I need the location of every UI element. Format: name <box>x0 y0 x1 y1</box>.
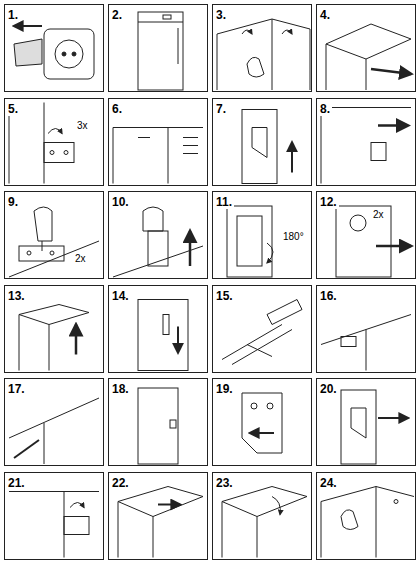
step-number: 9. <box>6 196 20 209</box>
step-panel: 17. <box>4 378 104 466</box>
step-number: 3. <box>214 9 228 22</box>
step-number: 5. <box>6 103 20 116</box>
step-panel: 16. <box>316 285 416 373</box>
tool-sketch <box>222 300 302 365</box>
step-number: 19. <box>214 383 235 396</box>
step-number: 21. <box>6 477 27 490</box>
plug-sketch <box>14 26 94 79</box>
step-number: 6. <box>110 103 124 116</box>
step-number: 20. <box>318 383 339 396</box>
hinge-refit-sketch <box>9 492 99 558</box>
step-panel: 21. <box>4 472 104 560</box>
fridge-door-sketch <box>138 388 178 464</box>
step-number: 12. <box>318 196 339 209</box>
step-panel: 24. <box>316 472 416 560</box>
step-number: 1. <box>6 9 20 22</box>
step-panel: 23. <box>212 472 312 560</box>
step-number: 18. <box>110 383 131 396</box>
screwdriver-sketch <box>9 398 99 464</box>
door-turn-sketch <box>227 206 273 277</box>
step-number: 2. <box>110 9 124 22</box>
step-number: 17. <box>6 383 27 396</box>
step-panel: 7. <box>212 98 312 186</box>
step-number: 15. <box>214 290 235 303</box>
step-panel: 22. <box>108 472 208 560</box>
fridge-sketch <box>138 12 183 90</box>
step-panel: 18. <box>108 378 208 466</box>
hinge-unscrew-sketch <box>9 207 99 277</box>
bracket-sketch <box>242 110 292 184</box>
step-panel: 14. <box>108 285 208 373</box>
step-panel: 5. <box>4 98 104 186</box>
step-number: 4. <box>318 9 332 22</box>
step-number: 11. <box>214 196 234 209</box>
step-number: 16. <box>318 290 339 303</box>
top-screws-sketch <box>113 128 203 184</box>
step-number: 23. <box>214 477 235 490</box>
step-panel: 4. <box>316 4 416 92</box>
step-number: 8. <box>318 103 332 116</box>
cover-screw-sketch <box>321 487 414 558</box>
step-panel: 19. <box>212 378 312 466</box>
top-cover-removal <box>326 24 411 90</box>
step-number: 7. <box>214 103 228 116</box>
quantity-note: 2x <box>74 253 87 264</box>
door-top-sketch <box>19 305 89 371</box>
step-panel: 3. <box>212 4 312 92</box>
quantity-note: 2x <box>372 209 385 220</box>
step-number: 13. <box>6 290 27 303</box>
step-number: 10. <box>110 196 131 209</box>
step-panel: 13. <box>4 285 104 373</box>
bracket-move-sketch <box>341 390 408 464</box>
cover-refit-sketch <box>118 487 203 558</box>
step-panel: 15. <box>212 285 312 373</box>
step-number: 24. <box>318 477 339 490</box>
step-panel: 12. <box>316 191 416 279</box>
door-hinge-sketch <box>336 206 411 277</box>
hinge-pin-sketch <box>321 315 411 371</box>
cover-piece-sketch <box>321 108 411 184</box>
step-number: 14. <box>110 290 131 303</box>
step-panel: 9. <box>4 191 104 279</box>
step-number: 22. <box>110 477 131 490</box>
door-side-sketch <box>138 300 188 371</box>
step-panel: 8. <box>316 98 416 186</box>
hinge-bracket-sketch <box>242 393 282 453</box>
step-panel: 20. <box>316 378 416 466</box>
step-panel: 10. <box>108 191 208 279</box>
top-cover-sketch <box>217 19 310 90</box>
step-panel: 2. <box>108 4 208 92</box>
hinge-lift-sketch <box>113 207 203 277</box>
step-panel: 1. <box>4 4 104 92</box>
cover-close-sketch <box>222 487 307 558</box>
step-panel: 6. <box>108 98 208 186</box>
quantity-note: 180° <box>282 231 305 242</box>
quantity-note: 3x <box>76 120 89 131</box>
